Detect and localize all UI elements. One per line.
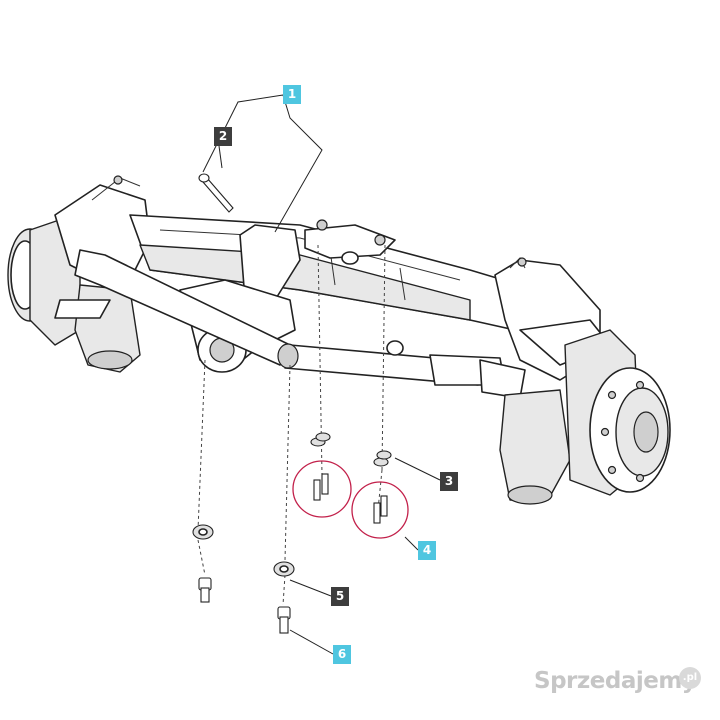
callout-4: 4 <box>418 541 436 560</box>
washer-part-5 <box>192 524 295 577</box>
highlight-circle-bolts <box>292 460 352 518</box>
right-wheel-hub <box>564 329 671 496</box>
callout-5: 5 <box>331 587 349 606</box>
watermark-badge: .pl <box>679 667 701 689</box>
assembly-axis-lines <box>197 244 386 606</box>
callout-2: 2 <box>214 127 232 146</box>
pivot-pin-part-2 <box>198 173 234 213</box>
highlight-circle-bolts <box>351 481 409 539</box>
washer-part-3 <box>310 432 392 467</box>
callout-1: 1 <box>283 85 301 104</box>
tie-rod <box>74 249 526 399</box>
top-mounting-pad <box>304 219 396 265</box>
bolts-part-4 <box>292 460 409 539</box>
watermark-logo: Sprzedajemy <box>534 668 697 694</box>
bolt-part-6 <box>198 577 291 634</box>
callout-3: 3 <box>440 472 458 491</box>
front-axle-assembly <box>7 175 671 505</box>
leader-lines <box>202 94 441 655</box>
callout-6: 6 <box>333 645 351 664</box>
